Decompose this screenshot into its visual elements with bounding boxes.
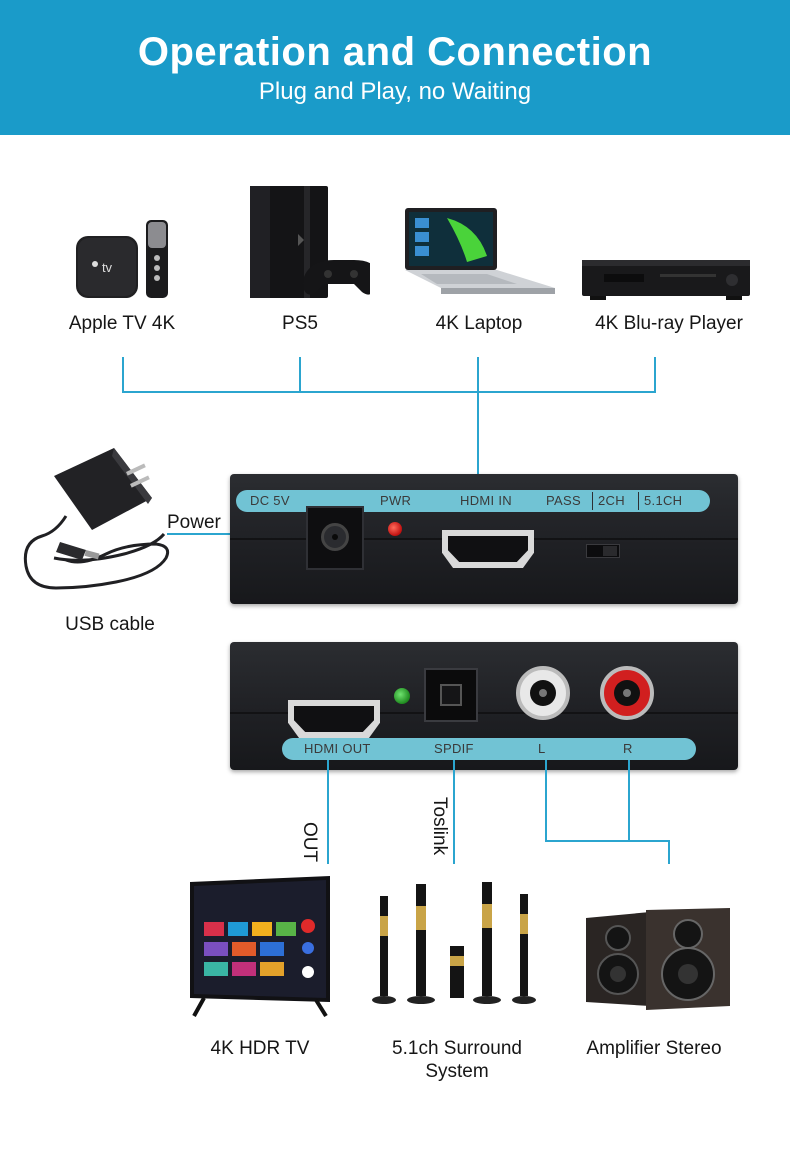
strip-divider (592, 492, 593, 510)
output-label-amplifier: Amplifier Stereo (574, 1037, 734, 1060)
l-label: L (538, 741, 546, 756)
hdmi-in-port[interactable] (442, 530, 534, 568)
tv-image (190, 876, 332, 1020)
spdif-label: SPDIF (434, 741, 474, 756)
converter-rear-panel: HDMI OUT SPDIF L R (230, 642, 738, 770)
converter-front-panel: DC 5V PWR HDMI IN PASS 2CH 5.1CH (230, 474, 738, 604)
ps5-image (248, 186, 370, 304)
strip-divider (638, 492, 639, 510)
pass-label: PASS (546, 493, 581, 508)
output-label-tv: 4K HDR TV (190, 1037, 330, 1060)
source-wire-drop-1 (122, 357, 124, 393)
dc-5v-label: DC 5V (250, 493, 290, 508)
amp-drop-wire (668, 840, 670, 864)
bluray-player-image (582, 258, 752, 302)
hdmi-out-wire (327, 760, 329, 864)
2ch-label: 2CH (598, 493, 625, 508)
dc-5v-jack[interactable] (306, 506, 364, 570)
toslink-wire (453, 760, 455, 864)
source-wire-drop-3 (477, 357, 479, 393)
source-wire-drop-2 (299, 357, 301, 393)
usb-cable-label: USB cable (56, 613, 164, 636)
r-label: R (623, 741, 633, 756)
page-subtitle: Plug and Play, no Waiting (0, 78, 790, 106)
header-banner: Operation and Connection Plug and Play, … (0, 0, 790, 135)
source-wire-drop-4 (654, 357, 656, 393)
rca-left-port[interactable] (516, 666, 570, 720)
rca-join-wire (545, 840, 670, 842)
rca-right-port[interactable] (600, 666, 654, 720)
hdmi-in-label: HDMI IN (460, 493, 512, 508)
page-title: Operation and Connection (0, 30, 790, 75)
toslink-label: Toslink (428, 797, 450, 855)
5-1ch-label: 5.1CH (644, 493, 682, 508)
output-label-surround: 5.1ch Surround System (382, 1037, 532, 1083)
source-wire-bus (122, 391, 656, 393)
pwr-led (388, 522, 402, 536)
svg-text:tv: tv (102, 260, 113, 275)
spdif-optical-port[interactable] (424, 668, 478, 722)
pwr-label: PWR (380, 493, 411, 508)
source-label-bluray: 4K Blu-ray Player (580, 312, 758, 335)
status-led-green (394, 688, 410, 704)
hdmi-out-port[interactable] (288, 700, 380, 738)
rca-l-wire-down (545, 760, 547, 842)
amplifier-stereo-image (584, 906, 734, 1012)
source-label-apple-tv: Apple TV 4K (52, 312, 192, 335)
power-adapter-image (14, 446, 184, 606)
hdmi-out-label: HDMI OUT (304, 741, 371, 756)
rca-r-wire-down (628, 760, 630, 842)
source-label-laptop: 4K Laptop (414, 312, 544, 335)
source-label-ps5: PS5 (260, 312, 340, 335)
power-label: Power (167, 511, 227, 534)
apple-tv-image: tv (76, 218, 176, 303)
out-label: OUT (298, 822, 320, 862)
laptop-image (403, 208, 555, 304)
surround-system-image (370, 876, 540, 1010)
pass-mode-switch[interactable] (586, 544, 620, 558)
